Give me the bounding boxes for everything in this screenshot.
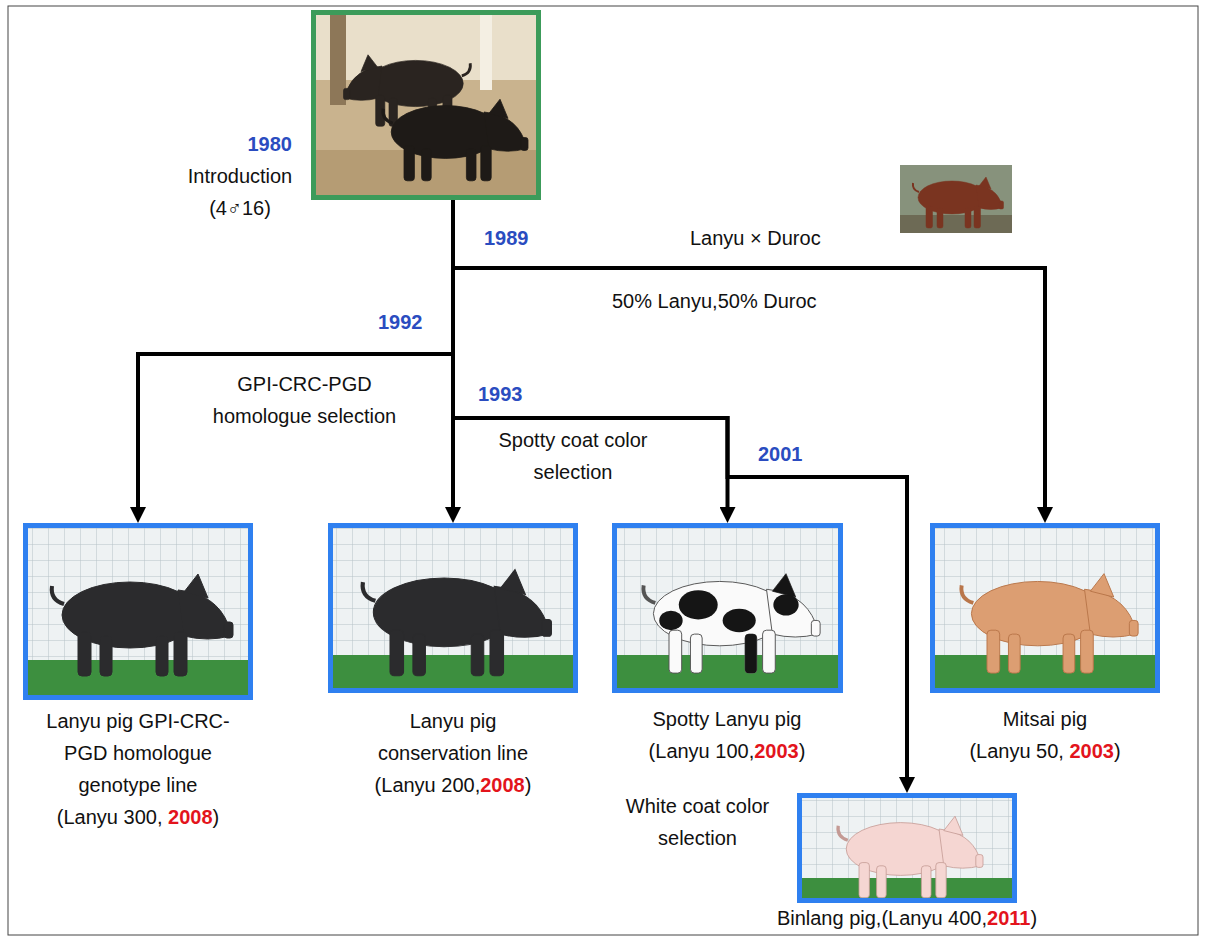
node-caption: Introduction (4♂16)	[175, 160, 305, 224]
photo-backdrop	[797, 793, 1017, 903]
caption-year: 2011	[987, 907, 1030, 929]
caption-line: (Lanyu 400,	[881, 907, 987, 929]
photo-floor	[612, 655, 843, 693]
caption-line: (Lanyu 200,	[375, 774, 481, 796]
caption-name: Lanyu pig conservation line	[378, 710, 528, 764]
pig-figure	[913, 177, 1004, 228]
branch-label: White coat color selection	[605, 790, 790, 854]
branch-label: 50% Lanyu,50% Duroc	[612, 285, 932, 317]
node-caption: Lanyu pig conservation line (Lanyu 200,2…	[363, 705, 543, 801]
founder-photo-box: 1980Introduction (4♂16)	[311, 10, 541, 200]
photo-soil	[900, 215, 1012, 233]
line-photo-box: Mitsai pig (Lanyu 50, 2003)	[930, 523, 1160, 693]
node-caption: Binlang pig,(Lanyu 400,2011)	[757, 902, 1057, 934]
year-label: 1989	[484, 222, 554, 254]
caption-code: (Lanyu 300, 2008)	[38, 801, 238, 833]
branch-label: GPI-CRC-PGD homologue selection	[202, 368, 407, 432]
caption-line: )	[1114, 740, 1121, 762]
lineage-arrow	[138, 200, 453, 511]
photo-backdrop	[23, 523, 253, 700]
year-label: 1992	[378, 306, 448, 338]
caption-year: 2003	[1069, 740, 1114, 762]
pig-spots	[659, 574, 798, 673]
caption-code: (Lanyu 400,2011)	[881, 907, 1037, 929]
caption-line: (Lanyu 100,	[649, 740, 755, 762]
line-photo-box: Binlang pig,(Lanyu 400,2011)	[797, 793, 1017, 903]
year-label: 1993	[478, 378, 548, 410]
pig-figure	[363, 570, 552, 676]
year-label: 2001	[758, 438, 828, 470]
caption-year: 2008	[168, 806, 213, 828]
caption-name: Spotty Lanyu pig	[653, 708, 802, 730]
caption-line: )	[525, 774, 532, 796]
caption-line: )	[1030, 907, 1037, 929]
caption-line: (Lanyu 50,	[969, 740, 1069, 762]
photo-backdrop	[930, 523, 1160, 693]
line-photo-box: Lanyu pig GPI-CRC-PGD homologue genotype…	[23, 523, 253, 700]
caption-year: 2003	[754, 740, 799, 762]
pig-figure	[52, 574, 233, 676]
caption-line: )	[213, 806, 220, 828]
caption-line: )	[799, 740, 806, 762]
photo-floor	[328, 655, 578, 693]
photo-backdrop	[328, 523, 578, 693]
caption-year: 2008	[480, 774, 525, 796]
photo-floor	[930, 655, 1160, 693]
caption-line: (Lanyu 300,	[57, 806, 168, 828]
branch-label: Spotty coat color selection	[468, 424, 678, 488]
branch-label: Lanyu × Duroc	[690, 222, 870, 254]
pig-photo	[797, 793, 1017, 903]
year-label: 1980	[232, 128, 292, 160]
lineage-arrow	[453, 200, 907, 781]
photo-floor	[23, 660, 253, 700]
node-caption: Spotty Lanyu pig (Lanyu 100,2003)	[627, 703, 827, 767]
caption-name: Mitsai pig	[1003, 708, 1087, 730]
pig-figure	[643, 574, 820, 673]
connector-group	[138, 200, 1045, 781]
node-caption: Lanyu pig GPI-CRC-PGD homologue genotype…	[38, 705, 238, 833]
pig-figure	[961, 574, 1138, 673]
pig-photo	[930, 523, 1160, 693]
photo-ground	[311, 10, 541, 200]
pig-photo	[328, 523, 578, 693]
caption-name: Binlang pig,	[777, 907, 882, 929]
node-caption: Mitsai pig (Lanyu 50, 2003)	[945, 703, 1145, 767]
pig-photo	[612, 523, 843, 693]
photo-backdrop	[612, 523, 843, 693]
pig-figure	[838, 816, 983, 898]
founder-photo	[311, 10, 541, 200]
lineage-arrow	[453, 200, 728, 511]
line-photo-box: Lanyu pig conservation line (Lanyu 200,2…	[328, 523, 578, 693]
caption-code: (Lanyu 100,2003)	[627, 735, 827, 767]
lineage-arrow	[453, 200, 1045, 511]
pig-figure	[383, 99, 528, 181]
photo-ground	[900, 165, 1012, 233]
outer-frame	[8, 6, 1198, 935]
photo-post	[480, 10, 492, 90]
caption-name: Lanyu pig GPI-CRC-PGD homologue genotype…	[46, 710, 229, 796]
caption-code: (Lanyu 200,2008)	[363, 769, 543, 801]
caption-code: (Lanyu 50, 2003)	[945, 735, 1145, 767]
duroc-photo	[900, 165, 1012, 233]
line-photo-box: Spotty Lanyu pig (Lanyu 100,2003)	[612, 523, 843, 693]
pig-photo	[23, 523, 253, 700]
